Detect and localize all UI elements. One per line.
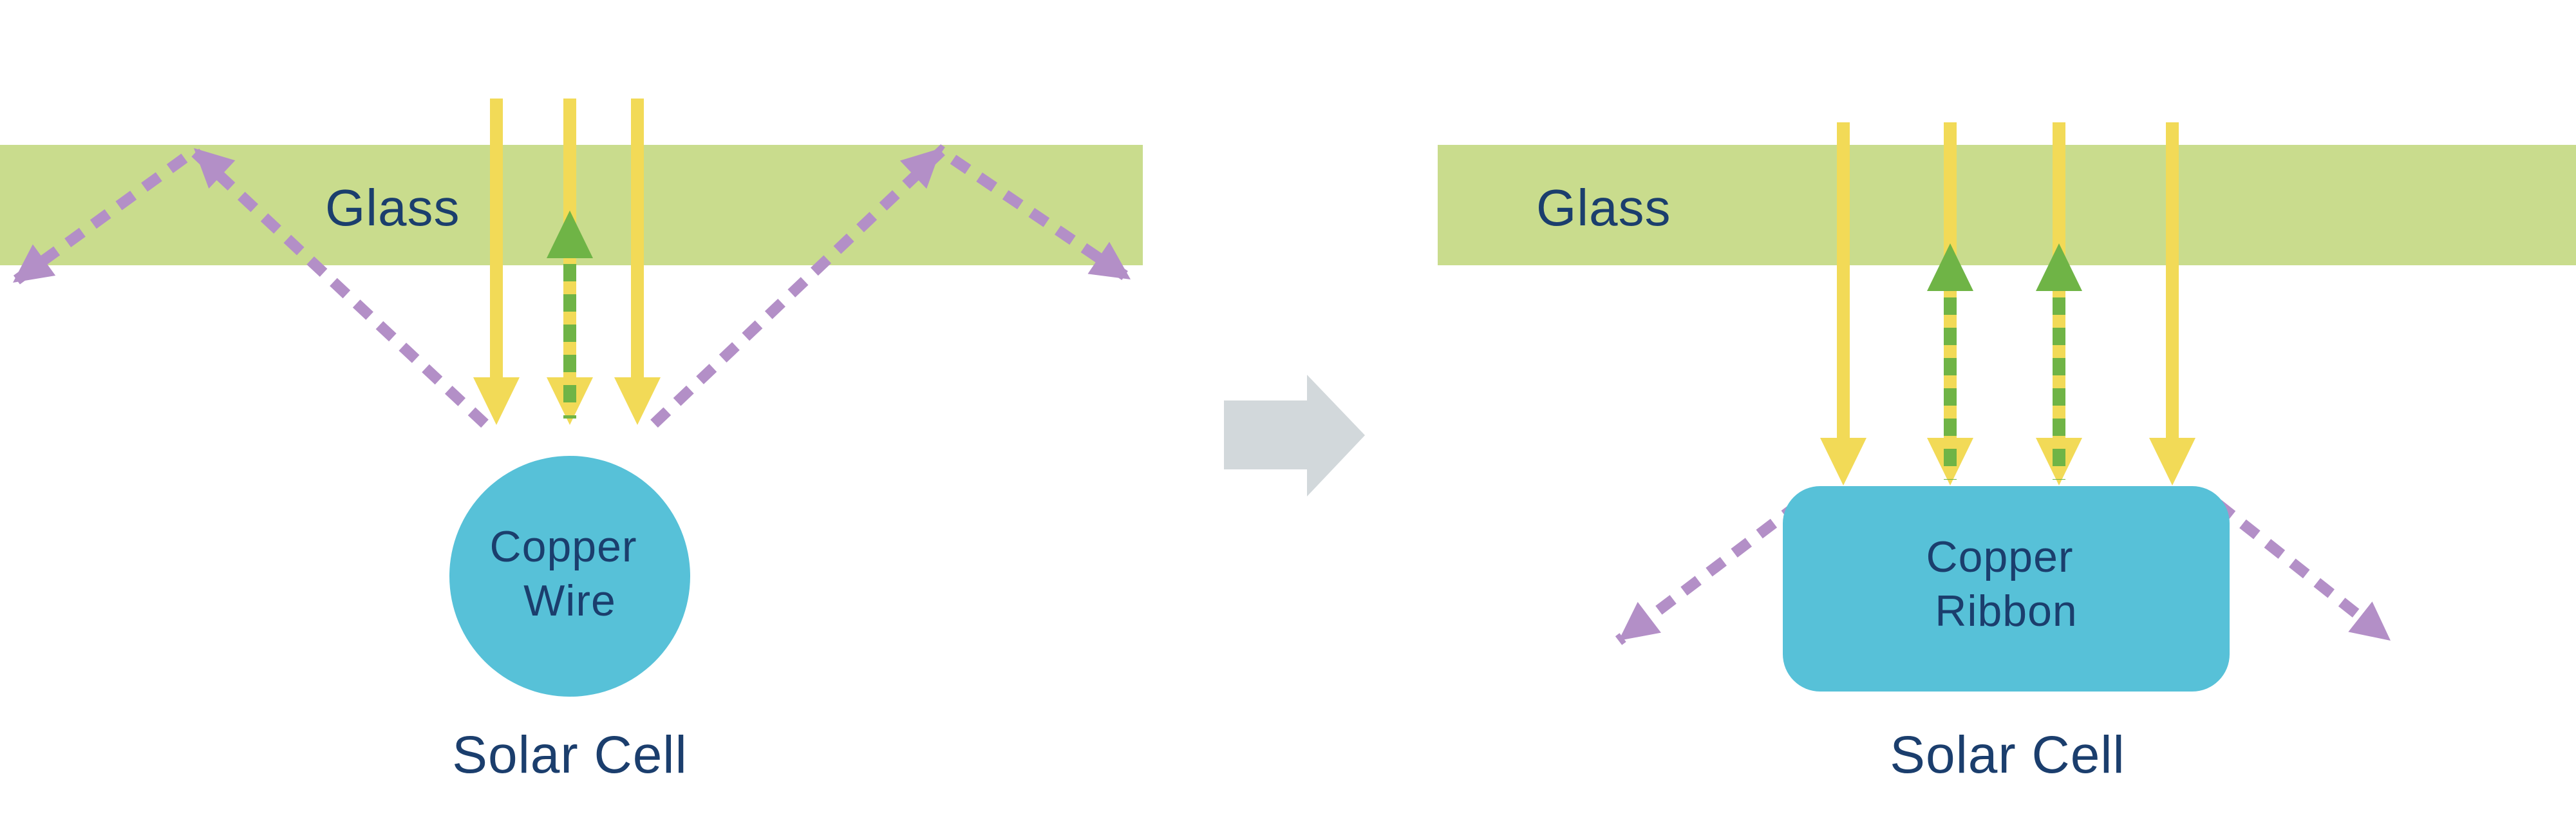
sunlight-arrowhead-icon (1820, 438, 1866, 485)
scattered-light-left (1, 134, 1141, 428)
scattered-ray-path (10, 144, 489, 428)
scattered-arrowhead-icon (1607, 602, 1661, 656)
sunlight-arrowhead-icon (2149, 438, 2195, 485)
reflected-light-left (547, 211, 593, 419)
copper-wire-shape (449, 456, 690, 697)
copper-ribbon-rect (1783, 486, 2230, 692)
scattered-ray-path (2214, 500, 2394, 645)
sunlight-arrows-left (473, 99, 661, 425)
solar-cell-caption-left: Solar Cell (452, 726, 687, 784)
glass-label-left: Glass (325, 179, 460, 236)
glass-panel-right (1438, 145, 2576, 265)
copper-ribbon-shape (1783, 486, 2230, 692)
copper-ribbon-label-line1: Copper (1926, 532, 2074, 581)
copper-wire-label-line1: Copper (490, 522, 637, 571)
glass-label-right: Glass (1536, 179, 1671, 236)
copper-wire-label: Copper Wire (490, 522, 650, 625)
copper-ribbon-label: Copper Ribbon (1926, 532, 2087, 635)
scattered-ray-path (650, 144, 1134, 428)
copper-wire-label-line2: Wire (523, 576, 616, 625)
transition-arrow-icon (1224, 375, 1365, 496)
copper-wire-circle (449, 456, 690, 697)
scattered-light-right (1607, 500, 2403, 656)
scattered-ray-path (1615, 500, 1803, 645)
solar-cell-caption-right: Solar Cell (1890, 726, 2125, 784)
copper-ribbon-label-line2: Ribbon (1935, 587, 2078, 635)
reflected-light-right (1927, 243, 2082, 480)
